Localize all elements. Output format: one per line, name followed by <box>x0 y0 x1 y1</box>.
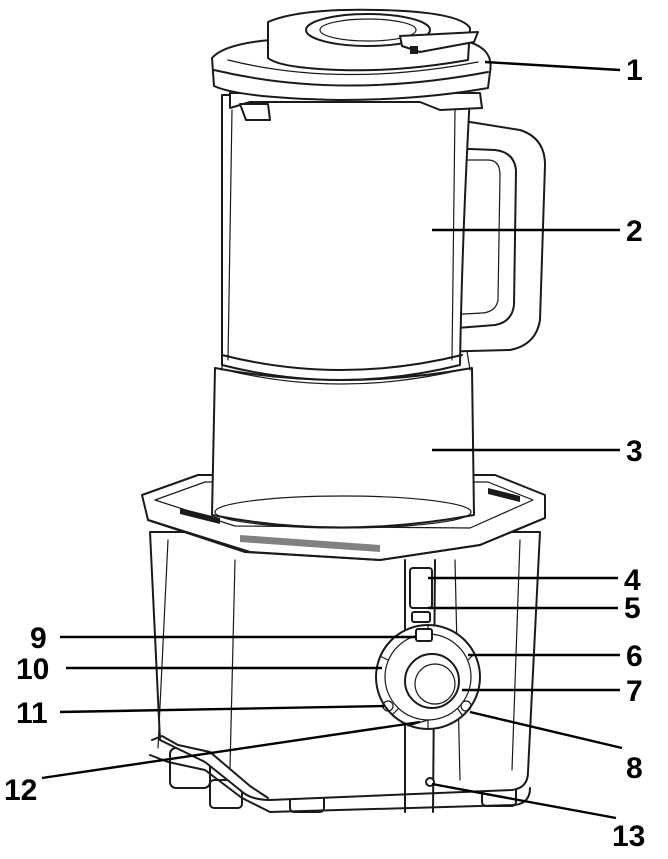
blender-jar <box>221 92 546 385</box>
callout-6: 6 <box>626 640 643 673</box>
callout-1: 1 <box>626 54 643 87</box>
callout-10: 10 <box>16 653 49 686</box>
blender-lid <box>211 8 492 101</box>
callout-8: 8 <box>626 752 643 785</box>
callout-2: 2 <box>626 215 643 248</box>
callout-4: 4 <box>624 564 641 597</box>
callout-13: 13 <box>612 820 645 853</box>
callout-11: 11 <box>16 697 48 730</box>
callout-9: 9 <box>30 622 47 655</box>
motor-base <box>149 531 541 813</box>
callout-labels: 1 2 3 4 5 6 7 8 9 10 11 12 13 <box>4 54 645 853</box>
leader-lines <box>41 60 623 820</box>
callout-12: 12 <box>4 774 37 807</box>
callout-7: 7 <box>626 675 643 708</box>
callout-5: 5 <box>624 592 641 625</box>
callout-3: 3 <box>626 435 643 468</box>
control-panel <box>375 624 481 730</box>
